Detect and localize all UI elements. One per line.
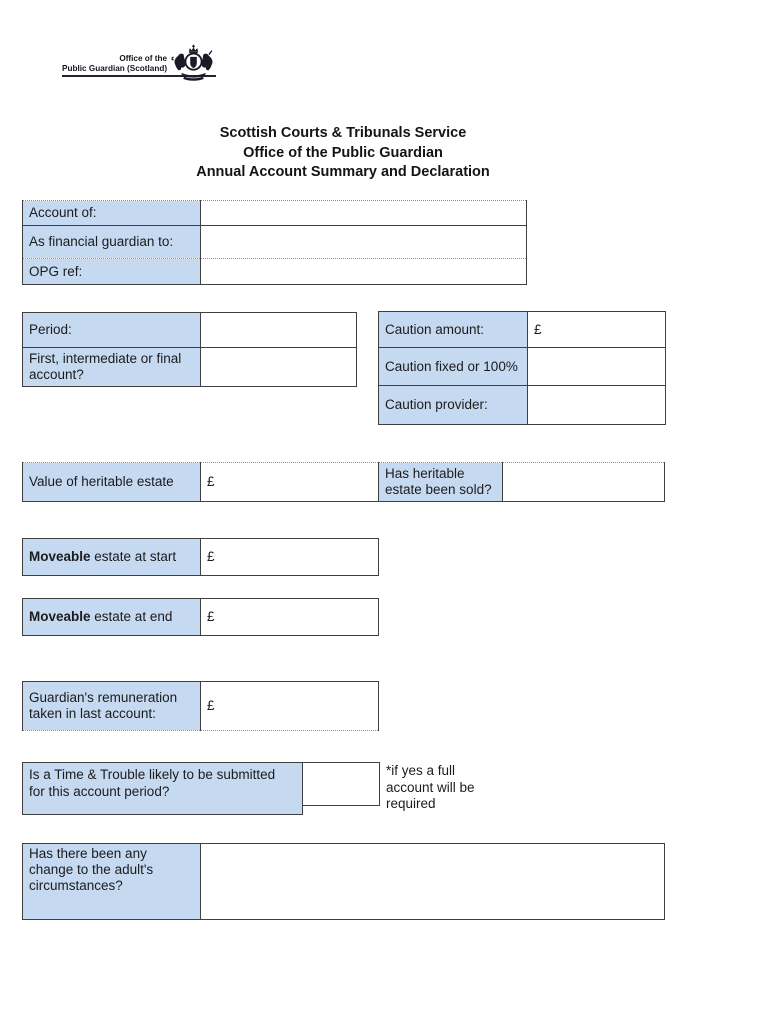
moveable-end-value-cell[interactable]: £ xyxy=(200,598,379,636)
caution-fixed-label: Caution fixed or 100% xyxy=(378,347,528,386)
opg-logo: Office of the Public Guardian (Scotland) xyxy=(62,36,216,81)
title-line-2: Office of the Public Guardian xyxy=(243,144,443,161)
pound-sign: £ xyxy=(207,474,215,489)
caution-provider-label: Caution provider: xyxy=(378,385,528,425)
account-of-value-cell[interactable] xyxy=(200,200,527,226)
opg-ref-label: OPG ref: xyxy=(22,258,201,285)
title-line-3: Annual Account Summary and Declaration xyxy=(196,164,490,180)
moveable-start-value-cell[interactable]: £ xyxy=(200,538,379,576)
logo-line-2: Public Guardian (Scotland) xyxy=(62,64,168,73)
title-line-1: Scottish Courts & Tribunals Service xyxy=(219,125,467,141)
period-table: Period: First, intermediate or final acc… xyxy=(22,312,357,387)
heritable-value-label: Value of heritable estate xyxy=(22,462,201,502)
royal-crest-icon xyxy=(171,44,213,81)
financial-guardian-label: As financial guardian to: xyxy=(22,225,201,259)
moveable-end-table: Moveable estate at end £ xyxy=(22,598,379,636)
remuneration-label: Guardian's remuneration taken in last ac… xyxy=(22,681,201,731)
moveable-start-label: Moveable estate at start xyxy=(22,538,201,576)
caution-table: Caution amount: £ Caution fixed or 100% … xyxy=(378,311,666,425)
caution-amount-label: Caution amount: xyxy=(378,311,528,348)
pound-sign: £ xyxy=(207,698,215,713)
time-trouble-row: Is a Time & Trouble likely to be submitt… xyxy=(22,762,380,815)
heritable-currency-cell[interactable]: £ xyxy=(200,462,379,502)
pound-sign: £ xyxy=(207,609,215,624)
account-type-value-cell[interactable] xyxy=(200,347,357,387)
account-table: Account of: As financial guardian to: OP… xyxy=(22,200,527,285)
remuneration-value-cell[interactable]: £ xyxy=(200,681,379,731)
moveable-start-table: Moveable estate at start £ xyxy=(22,538,379,576)
logo-line-1: Office of the xyxy=(119,54,168,63)
remuneration-table: Guardian's remuneration taken in last ac… xyxy=(22,681,379,731)
financial-guardian-value-cell[interactable] xyxy=(200,225,527,259)
opg-ref-value-cell[interactable] xyxy=(200,258,527,285)
account-type-label: First, intermediate or final account? xyxy=(22,347,201,387)
time-trouble-answer-box[interactable] xyxy=(303,762,380,806)
circumstances-table: Has there been any change to the adult's… xyxy=(22,843,665,920)
heritable-table: Value of heritable estate £ Has heritabl… xyxy=(22,462,665,502)
caution-amount-value-cell[interactable]: £ xyxy=(527,311,666,348)
account-of-label: Account of: xyxy=(22,200,201,226)
heritable-sold-label: Has heritable estate been sold? xyxy=(378,462,503,502)
period-label: Period: xyxy=(22,312,201,348)
pound-sign: £ xyxy=(207,549,215,564)
period-value-cell[interactable] xyxy=(200,312,357,348)
caution-fixed-value-cell[interactable] xyxy=(527,347,666,386)
opg-logo-text: Office of the Public Guardian (Scotland) xyxy=(62,54,170,74)
time-trouble-label: Is a Time & Trouble likely to be submitt… xyxy=(22,762,303,815)
moveable-end-label: Moveable estate at end xyxy=(22,598,201,636)
circumstances-label: Has there been any change to the adult's… xyxy=(22,843,201,920)
document-title: Scottish Courts & Tribunals Service Offi… xyxy=(22,124,664,183)
circumstances-value-cell[interactable] xyxy=(200,843,665,920)
time-trouble-note: *if yes a full account will be required xyxy=(386,763,475,811)
caution-provider-value-cell[interactable] xyxy=(527,385,666,425)
heritable-sold-value-cell[interactable] xyxy=(502,462,665,502)
